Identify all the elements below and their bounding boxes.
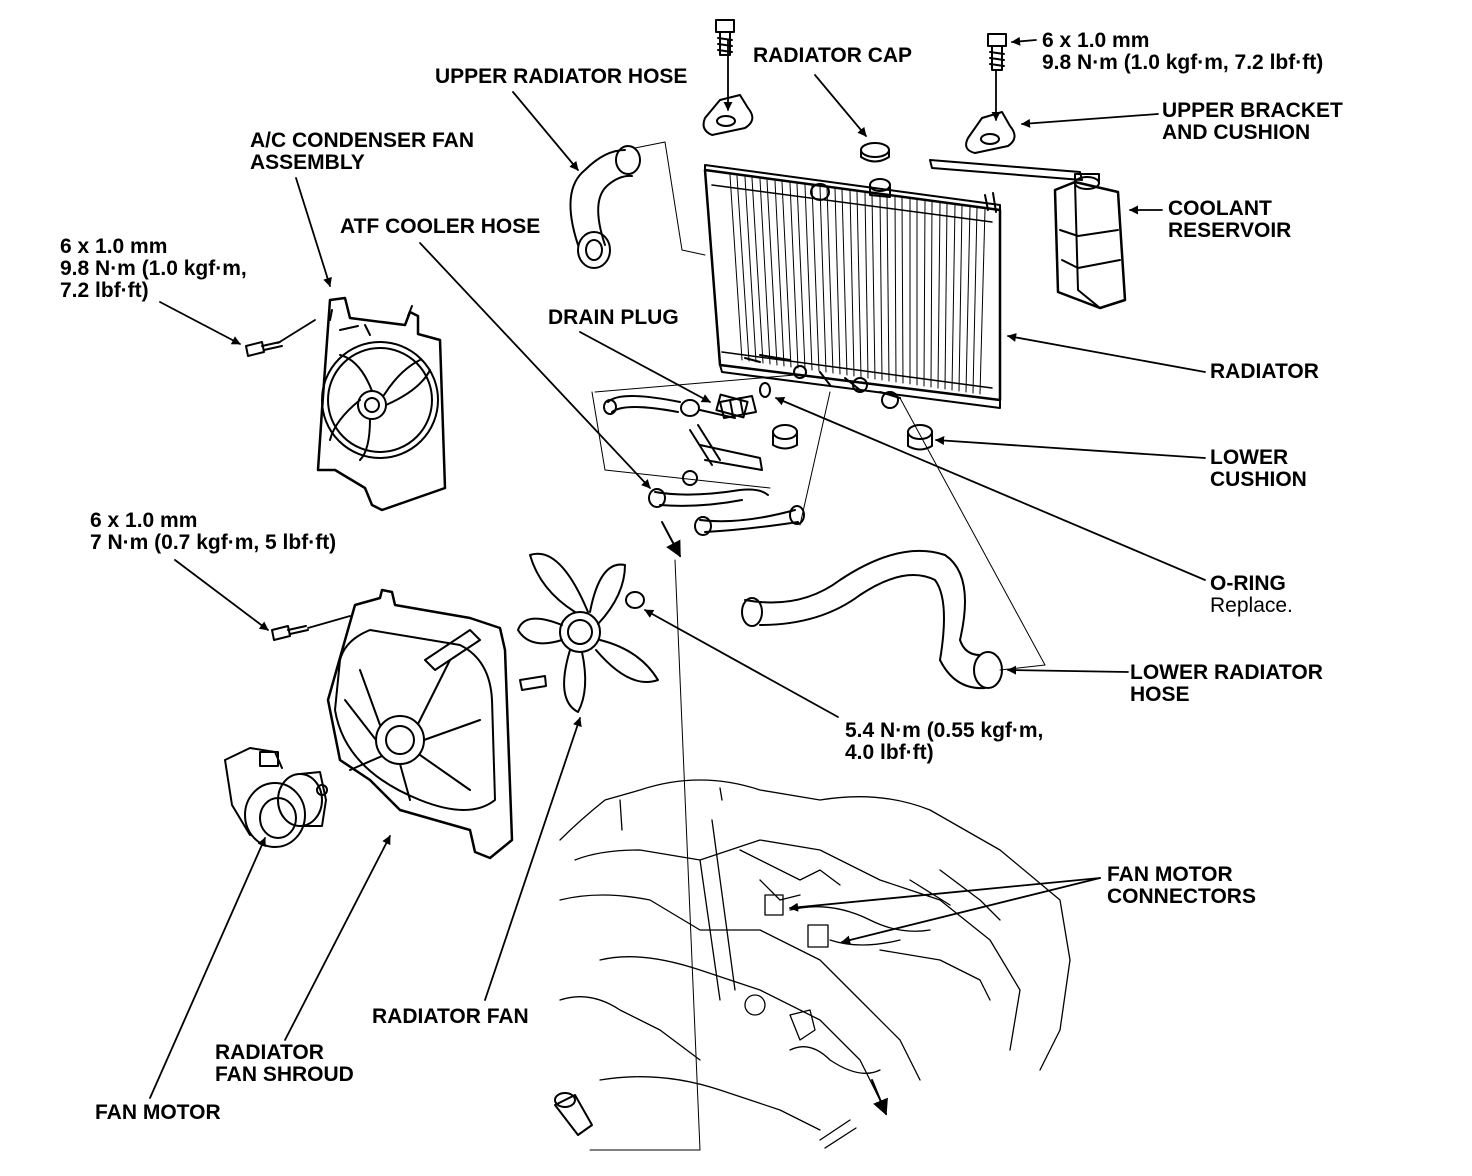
leader-lower-radiator-hose — [1007, 665, 1129, 675]
label-shroud-bolt-spec: 6 x 1.0 mm 7 N·m (0.7 kgf·m, 5 lbf·ft) — [90, 509, 337, 554]
label-atf-cooler-hose: ATF COOLER HOSE — [340, 215, 541, 238]
coolant-reservoir-part — [1053, 173, 1127, 310]
leader-radiator-fan-shroud — [284, 835, 391, 1041]
leader-ac-condenser-fan — [295, 177, 332, 287]
radiator-fan-shroud-part — [326, 588, 514, 860]
leader-radiator — [1007, 333, 1206, 373]
leader-upper-radiator-hose — [512, 91, 579, 171]
fan-motor-part — [224, 747, 328, 848]
leader-fan-motor-connector-1 — [789, 877, 1101, 912]
label-upper-radiator-hose: UPPER RADIATOR HOSE — [435, 65, 688, 88]
leader-upper-bracket — [1021, 113, 1159, 128]
label-ac-condenser-fan: A/C CONDENSER FAN ASSEMBLY — [250, 129, 475, 174]
radiator-cap-part — [860, 142, 890, 163]
label-coolant-reservoir: COOLANT RESERVOIR — [1168, 197, 1292, 242]
upper-bracket-parts — [702, 19, 1016, 154]
leader-fan-nut — [644, 609, 839, 718]
leader-upper-bolt-spec — [1011, 36, 1037, 46]
lower-radiator-hose-part — [741, 549, 1003, 690]
bolts — [245, 341, 309, 641]
o-ring-part — [759, 382, 771, 398]
leader-fan-motor — [149, 837, 266, 1099]
leader-radiator-fan — [484, 717, 582, 1001]
upper-radiator-hose-part — [569, 141, 706, 269]
direction-arrow-bottom — [871, 1079, 888, 1116]
leader-o-ring — [775, 397, 1206, 581]
guide-lines — [589, 391, 1046, 1151]
label-fan-motor: FAN MOTOR — [95, 1101, 221, 1124]
label-fan-nut-spec: 5.4 N·m (0.55 kgf·m, 4.0 lbf·ft) — [845, 719, 1044, 764]
label-upper-bolt-spec: 6 x 1.0 mm 9.8 N·m (1.0 kgf·m, 7.2 lbf·f… — [1042, 29, 1324, 74]
label-radiator-fan-shroud: RADIATOR FAN SHROUD — [215, 1041, 354, 1086]
radiator-part — [703, 159, 1083, 409]
leader-fan-motor-connector-2 — [841, 877, 1101, 945]
ac-condenser-fan-part — [316, 296, 447, 512]
leader-drain-plug — [579, 331, 711, 403]
label-radiator-cap: RADIATOR CAP — [753, 44, 913, 67]
label-radiator-fan: RADIATOR FAN — [372, 1005, 529, 1028]
leader-condenser-bolt — [159, 301, 241, 345]
hose-end-part — [554, 1092, 593, 1136]
label-lower-radiator-hose: LOWER RADIATOR HOSE — [1130, 661, 1323, 706]
radiator-fan-part — [517, 552, 659, 713]
label-upper-bracket: UPPER BRACKET AND CUSHION — [1162, 99, 1343, 144]
leader-radiator-cap — [814, 74, 867, 137]
leader-lines — [149, 36, 1206, 1099]
drain-plug-part — [719, 395, 757, 419]
lower-cushion-part — [772, 424, 933, 451]
leader-atf-cooler-hose — [419, 242, 651, 489]
leader-shroud-bolt — [174, 559, 269, 631]
atf-cooler-hose-part — [591, 374, 805, 536]
label-condenser-bolt-spec: 6 x 1.0 mm 9.8 N·m (1.0 kgf·m, 7.2 lbf·f… — [60, 235, 247, 302]
label-radiator: RADIATOR — [1210, 360, 1319, 383]
label-lower-cushion: LOWER CUSHION — [1210, 446, 1307, 491]
leader-lower-cushion — [935, 436, 1206, 459]
label-fan-motor-connectors: FAN MOTOR CONNECTORS — [1107, 863, 1256, 908]
label-o-ring: O-RING Replace. — [1210, 572, 1293, 617]
direction-arrow-left — [661, 521, 681, 558]
engine-bay — [559, 779, 1071, 1149]
label-drain-plug: DRAIN PLUG — [548, 306, 679, 329]
